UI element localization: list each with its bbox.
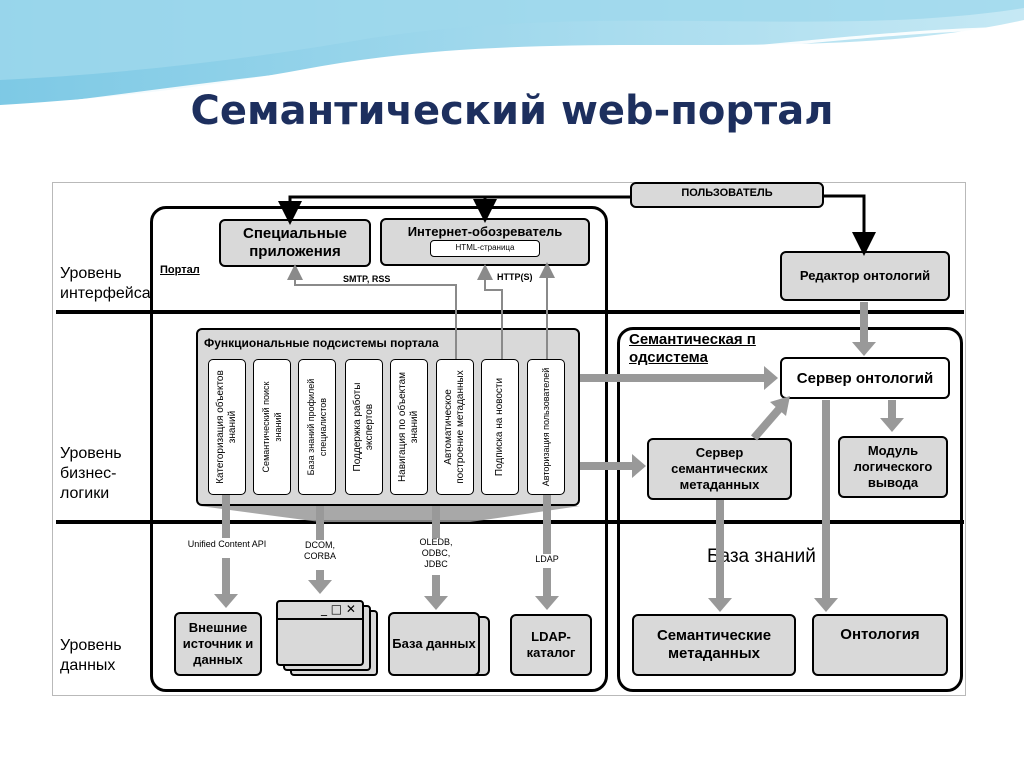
portal-label: Портал (160, 264, 200, 276)
database-box: База данных (388, 612, 480, 676)
ldap-catalog-box: LDAP-каталог (510, 614, 592, 676)
user-box: ПОЛЬЗОВАТЕЛЬ (630, 182, 824, 208)
knowledge-base-label: База знаний (707, 546, 816, 567)
ontology-editor-box: Редактор онтологий (780, 251, 950, 301)
arrow-metadata-to-ontology (750, 405, 784, 441)
dcom-label: DCOM, CORBA (292, 540, 348, 570)
subsystem-item: Авторизация пользователей (527, 359, 565, 495)
arrow-user-to-apps (278, 195, 630, 225)
subsystem-item: Категоризация объектов знаний (208, 359, 246, 495)
arrow-http (477, 264, 503, 359)
header-wave-decoration (0, 0, 1024, 112)
window-stack-front: _ □ ✕ (276, 600, 364, 666)
ucapi-label: Unified Content API (187, 539, 267, 549)
portal-container (150, 206, 608, 692)
smtp-rss-label: SMTP, RSS (343, 274, 391, 284)
arrow-smtp (287, 264, 457, 359)
logic-module-box: Модуль логического вывода (838, 436, 948, 498)
subsystem-item: Подписка на новости (481, 359, 519, 495)
subsystem-item: Поддержка работы экспертов (345, 359, 383, 495)
level-business-label: Уровень бизнес-логики (60, 445, 122, 502)
https-label: HTTP(S) (497, 272, 533, 282)
subsystem-item: Семантический поиск знаний (253, 359, 291, 495)
level-divider-1 (56, 310, 964, 314)
func-subsystems-title: Функциональные подсистемы портала (204, 336, 439, 350)
arrow-user-to-editor (824, 194, 876, 256)
ontology-server-box: Сервер онтологий (780, 357, 950, 399)
subsystem-item: Навигация по объектам знаний (390, 359, 428, 495)
funnel-shape (200, 506, 580, 522)
semantic-subsystem-title: Семантическая подсистема (629, 331, 756, 366)
ontology-box: Онтология (812, 614, 948, 676)
html-page-box: HTML-страница (430, 240, 540, 257)
browser-label: Интернет-обозреватель (407, 224, 563, 239)
level-divider-2 (56, 520, 964, 524)
level-data-label: Уровень данных (60, 637, 122, 674)
subsystem-item: База знаний профилей специалистов (298, 359, 336, 495)
page-title: Семантический web-портал (190, 88, 834, 134)
oledb-label: OLEDB, ODBC, JDBC (410, 537, 462, 575)
external-sources-box: Внешние источник и данных (174, 612, 262, 676)
semantic-metadata-box: Семантические метаданных (632, 614, 796, 676)
level-interface-label: Уровень интерфейса (60, 265, 151, 302)
subsystem-item: Автоматическое построение метаданных (436, 359, 474, 495)
diagram-frame (52, 182, 966, 696)
ldap-label: LDAP (518, 554, 576, 568)
window-controls-icon: _ □ ✕ (320, 602, 356, 616)
knowledge-base-container (617, 327, 963, 692)
metadata-server-box: Сервер семантических метаданных (647, 438, 792, 500)
